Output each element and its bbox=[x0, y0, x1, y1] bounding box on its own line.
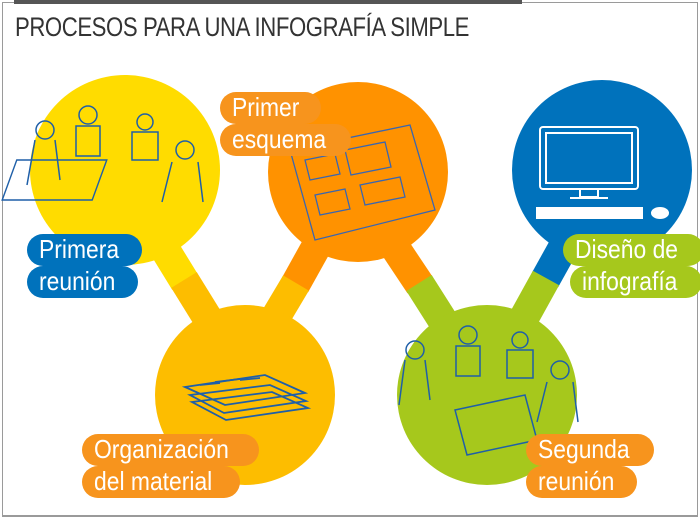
meeting-illustration bbox=[1, 105, 204, 203]
papers-stack-illustration bbox=[181, 374, 312, 421]
label-text: Primera bbox=[39, 234, 120, 264]
label-text: Segunda bbox=[538, 434, 630, 464]
label-text: Organización bbox=[94, 434, 229, 464]
label-text: Primer bbox=[232, 92, 300, 122]
label-organizacion-line2: del material bbox=[82, 466, 241, 498]
label-segunda-line2: reunión bbox=[526, 466, 637, 498]
title-bar-rule bbox=[14, 0, 522, 4]
label-organizacion-line1: Organización bbox=[82, 434, 260, 466]
label-text: reunión bbox=[39, 266, 116, 296]
meeting-illustration-2 bbox=[398, 325, 579, 456]
label-text: infografía bbox=[582, 266, 678, 296]
label-diseno-line2: infografía bbox=[570, 266, 700, 298]
label-primera-line2: reunión bbox=[27, 266, 138, 298]
label-primer-line1: Primer bbox=[220, 92, 321, 124]
label-text: esquema bbox=[232, 124, 327, 154]
label-diseno-line1: Diseño de bbox=[563, 234, 700, 266]
label-segunda-line1: Segunda bbox=[526, 434, 655, 466]
label-primer-line2: esquema bbox=[220, 124, 351, 156]
page-title: PROCESOS PARA UNA INFOGRAFÍA SIMPLE bbox=[15, 12, 469, 42]
sketch-layout-illustration bbox=[289, 124, 436, 241]
label-primera-line1: Primera bbox=[27, 234, 143, 266]
label-text: del material bbox=[94, 466, 213, 496]
label-text: Diseño de bbox=[575, 234, 679, 264]
label-text: reunión bbox=[538, 466, 615, 496]
computer-illustration bbox=[536, 126, 669, 219]
step-circle-primera-reunion bbox=[30, 75, 220, 265]
